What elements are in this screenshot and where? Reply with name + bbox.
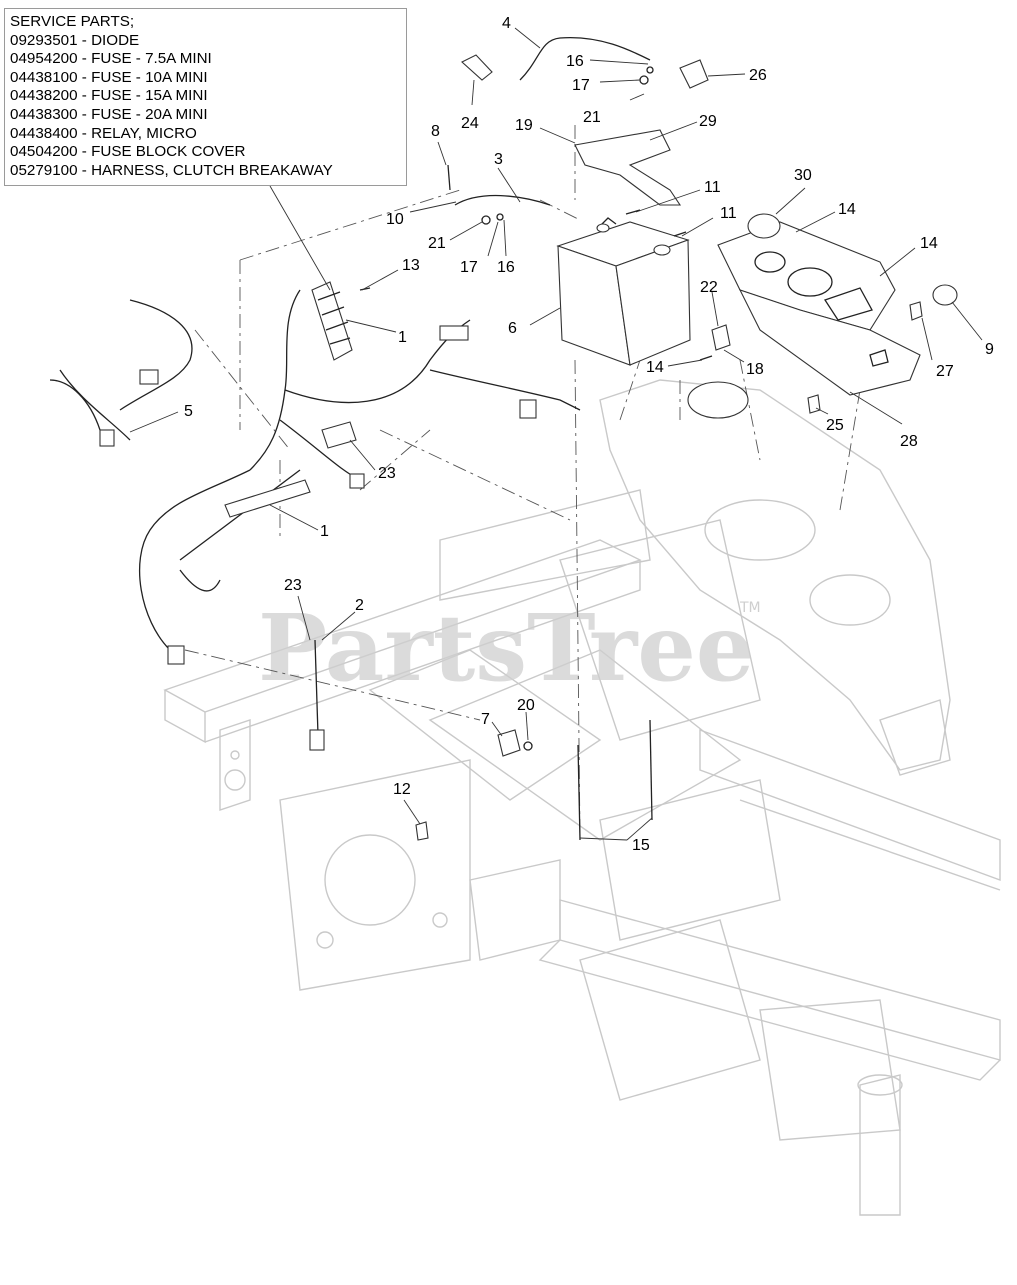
callout-11: 11 xyxy=(720,205,737,222)
callout-24: 24 xyxy=(461,115,479,132)
callout-21: 21 xyxy=(583,109,601,126)
callout-14: 14 xyxy=(920,235,938,252)
callout-12: 12 xyxy=(393,781,411,798)
hardware-bolt-a xyxy=(625,209,641,215)
mower-frame xyxy=(163,379,1001,1216)
clip-25 xyxy=(807,394,821,414)
callout-23: 23 xyxy=(378,465,396,482)
service-part-item: 04438300 - FUSE - 20A MINI xyxy=(10,105,208,123)
callout-27: 27 xyxy=(936,363,954,380)
watermark-text: PartsTree xyxy=(258,594,754,702)
parts xyxy=(49,36,958,841)
callout-17: 17 xyxy=(460,259,478,276)
callout-6: 6 xyxy=(508,320,517,337)
callout-5: 5 xyxy=(184,403,193,420)
callout-16: 16 xyxy=(566,53,584,70)
grommet-27 xyxy=(909,301,923,321)
callout-4: 4 xyxy=(502,15,511,32)
service-part-item: 04438200 - FUSE - 15A MINI xyxy=(10,87,208,105)
service-parts-title: SERVICE PARTS; xyxy=(10,13,135,30)
hardware-pin xyxy=(447,164,451,191)
long-bolt-b xyxy=(649,719,653,821)
callout-30: 30 xyxy=(794,167,812,184)
long-bolt-a xyxy=(577,744,581,841)
power-port xyxy=(932,284,958,306)
callout-16: 16 xyxy=(497,259,515,276)
battery-part xyxy=(556,217,691,366)
service-part-item: 04438100 - FUSE - 10A MINI xyxy=(10,68,208,86)
callout-9: 9 xyxy=(985,341,994,358)
callout-labels: 4 16 26 17 24 21 19 29 8 3 11 10 21 17 1… xyxy=(184,15,994,854)
service-part-item: 04954200 - FUSE - 7.5A MINI xyxy=(10,50,212,68)
hardware-nut-a xyxy=(639,75,649,85)
terminal-boot-red xyxy=(679,59,709,89)
callout-14: 14 xyxy=(838,201,856,218)
callout-17: 17 xyxy=(572,77,590,94)
callout-3: 3 xyxy=(494,151,503,168)
nut-20 xyxy=(523,741,533,751)
fuse-block xyxy=(311,281,353,361)
callout-26: 26 xyxy=(749,67,767,84)
usb-charger xyxy=(747,213,781,239)
relay xyxy=(321,421,357,449)
callout-2: 2 xyxy=(355,597,364,614)
callout-19: 19 xyxy=(515,117,533,134)
fuel-cap xyxy=(687,381,749,419)
callout-22: 22 xyxy=(700,279,718,296)
callout-21: 21 xyxy=(428,235,446,252)
switch xyxy=(497,729,521,757)
leader-lines xyxy=(129,27,983,841)
callout-13: 13 xyxy=(402,257,420,274)
callout-18: 18 xyxy=(746,361,764,378)
hardware-washer-c xyxy=(646,66,654,74)
callout-14: 14 xyxy=(646,359,664,376)
callout-11: 11 xyxy=(704,179,721,196)
terminal-boot xyxy=(461,54,493,81)
clutch-harness xyxy=(309,639,325,751)
callout-10: 10 xyxy=(386,211,404,228)
battery-cable-positive xyxy=(519,36,651,81)
console-panel xyxy=(717,221,921,396)
wire-harness xyxy=(49,289,581,665)
callout-23: 23 xyxy=(284,577,302,594)
hardware-bolt-c xyxy=(359,287,371,291)
watermark-tm: TM xyxy=(739,600,761,616)
callout-1: 1 xyxy=(398,329,407,346)
callout-29: 29 xyxy=(699,113,717,130)
parts-tree-watermark: PartsTree TM xyxy=(258,594,761,702)
callout-28: 28 xyxy=(900,433,918,450)
callout-8: 8 xyxy=(431,123,440,140)
service-part-item: 09293501 - DIODE xyxy=(10,31,140,49)
service-parts-box: SERVICE PARTS; 09293501 - DIODE 04954200… xyxy=(4,8,407,186)
callout-20: 20 xyxy=(517,697,535,714)
hardware-bolt-b xyxy=(673,231,687,237)
service-part-item: 05279100 - HARNESS, CLUTCH BREAKAWAY xyxy=(10,161,333,179)
battery-cable-negative xyxy=(454,194,551,206)
callout-1: 1 xyxy=(320,523,329,540)
diode xyxy=(711,324,731,351)
clip-12 xyxy=(415,821,429,841)
battery-hold-down xyxy=(574,129,682,206)
callout-15: 15 xyxy=(632,837,650,854)
service-part-item: 04438400 - RELAY, MICRO xyxy=(10,124,197,142)
hardware-washer-b xyxy=(496,213,504,221)
callout-7: 7 xyxy=(481,711,490,728)
service-part-item: 04504200 - FUSE BLOCK COVER xyxy=(10,143,246,161)
hardware-bolt-d xyxy=(699,355,713,361)
callout-25: 25 xyxy=(826,417,844,434)
hardware-washer-a xyxy=(481,215,491,225)
